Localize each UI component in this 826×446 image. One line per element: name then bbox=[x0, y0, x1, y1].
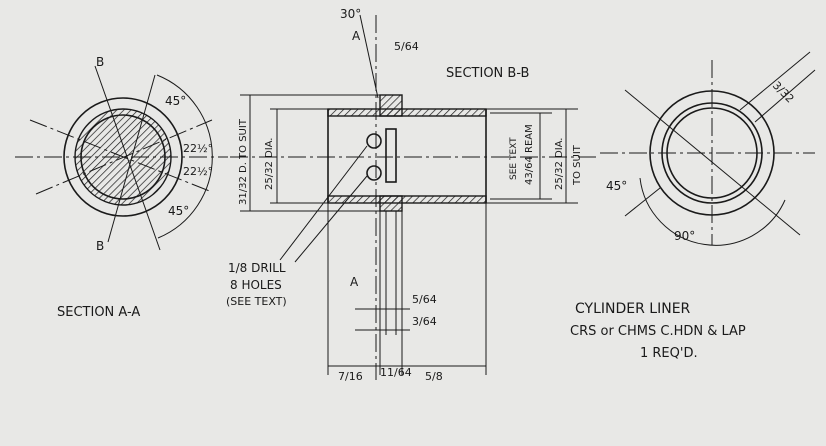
cut-label-b-top: B bbox=[96, 55, 104, 69]
dim-label: 25/32 DIA. bbox=[264, 138, 275, 191]
dim-label: 5/64 bbox=[412, 293, 437, 306]
section-a-a-title: SECTION A-A bbox=[57, 305, 140, 320]
dim-label: 3/32 bbox=[770, 79, 797, 106]
dim-label: 31/32 D. TO SUIT bbox=[238, 118, 249, 205]
dim-label: 25/32 DIA. bbox=[554, 138, 565, 191]
drill-note: 8 HOLES bbox=[230, 278, 282, 292]
part-name: CYLINDER LINER bbox=[575, 301, 691, 317]
dim-label: TO SUIT bbox=[572, 144, 583, 186]
cut-label-b-bottom: B bbox=[96, 239, 104, 253]
cut-label-a-top: A bbox=[352, 29, 361, 43]
quantity-note: 1 REQ'D. bbox=[640, 346, 698, 361]
cut-label-a-bottom: A bbox=[350, 275, 359, 289]
drill-note: 1/8 DRILL bbox=[228, 261, 286, 275]
angle-label: 45° bbox=[165, 94, 186, 108]
dim-label: 11/64 bbox=[380, 366, 412, 379]
dim-label: 5/8 bbox=[425, 370, 443, 383]
dim-label: 3/64 bbox=[412, 315, 437, 328]
angle-label: 22½° bbox=[183, 165, 213, 178]
angle-label: 30° bbox=[340, 7, 361, 21]
angle-label: 45° bbox=[168, 204, 189, 218]
dim-label: 43/64 REAM bbox=[524, 124, 535, 185]
section-b-b-view bbox=[230, 14, 600, 380]
drill-note: (SEE TEXT) bbox=[226, 295, 287, 308]
dim-label: SEE TEXT bbox=[509, 137, 519, 180]
dim-label: 7/16 bbox=[338, 370, 363, 383]
section-b-b-title: SECTION B-B bbox=[446, 66, 529, 81]
material-note: CRS or CHMS C.HDN & LAP bbox=[570, 324, 746, 339]
angle-label: 22½° bbox=[183, 142, 213, 155]
angle-label: 45° bbox=[606, 179, 627, 193]
dim-label: 5/64 bbox=[394, 40, 419, 53]
section-a-a-view bbox=[15, 65, 228, 251]
end-view bbox=[600, 51, 816, 246]
angle-label: 90° bbox=[674, 229, 695, 243]
